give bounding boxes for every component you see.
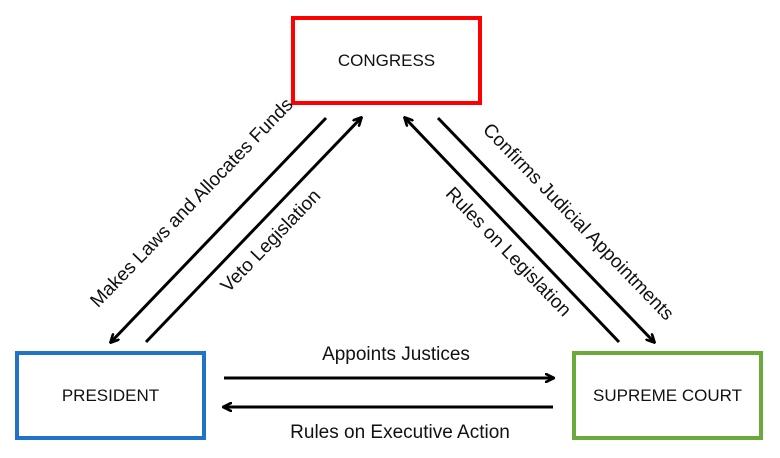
rules-exec-label: Rules on Executive Action [290, 422, 510, 443]
supreme-court-label: SUPREME COURT [593, 386, 742, 405]
makes-laws-arrow [111, 116, 328, 342]
confirms-arrow [436, 116, 654, 342]
congress-label: CONGRESS [338, 51, 435, 70]
makes-laws-label: Makes Laws and Allocates Funds [87, 94, 298, 311]
supreme-court-node: SUPREME COURT [572, 351, 763, 440]
appoints-label: Appoints Justices [322, 344, 470, 365]
congress-box [291, 16, 482, 105]
veto-label: Veto Legislation [217, 186, 325, 297]
supreme-court-box [572, 351, 763, 440]
president-node: PRESIDENT [15, 351, 206, 440]
congress-node: CONGRESS [291, 16, 482, 105]
president-label: PRESIDENT [62, 386, 159, 405]
president-box [15, 351, 206, 440]
confirms-label: Confirms Judicial Appointments [478, 120, 677, 325]
rules-legislation-arrow [405, 118, 621, 344]
veto-arrow [144, 118, 361, 344]
